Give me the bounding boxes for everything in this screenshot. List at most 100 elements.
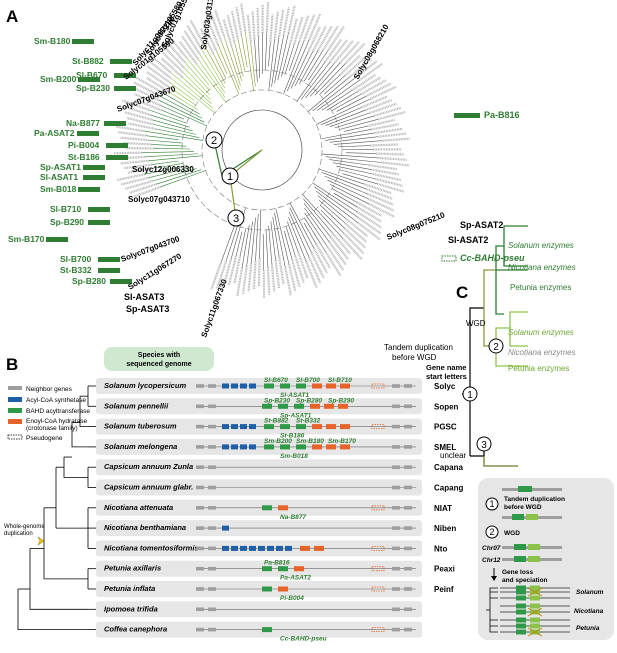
tree-gene-label: Sp-B280 bbox=[72, 276, 132, 286]
legend-pseudogene: Pseudogene bbox=[8, 435, 63, 442]
c-marker-1: 1 bbox=[463, 387, 477, 401]
species-code: Solyc bbox=[434, 382, 456, 391]
clade-marker-3: 3 bbox=[228, 210, 244, 226]
tree-gene-label: Sm-B170 bbox=[8, 234, 68, 244]
clade-gene-labels-left: Sm-B180St-B882Sl-B670Sm-B200Sp-B230Na-B8… bbox=[8, 36, 136, 286]
svg-text:Na-B877: Na-B877 bbox=[66, 118, 100, 128]
c-enzyme-nicotiana-2: Nicotiana enzymes bbox=[508, 348, 576, 357]
tree-gene-label: Sl-B710 bbox=[50, 204, 110, 214]
tree-gene-label-right: Sp-ASAT3 bbox=[126, 304, 169, 314]
legend-enoyl: Enoyl-CoA hydratase (crotonase family) bbox=[8, 418, 87, 432]
species-code: PGSC bbox=[434, 423, 457, 432]
gene-label: Sl-B710 bbox=[328, 377, 352, 384]
svg-text:1: 1 bbox=[489, 499, 494, 509]
legend-acyl-coa: Acyl-CoA synthetase bbox=[8, 397, 86, 404]
box-chr12: Chr12 bbox=[482, 557, 501, 564]
box-chr07: Chr07 bbox=[482, 545, 501, 552]
tree-gene-label: Pa-ASAT2 bbox=[34, 128, 99, 138]
legend-neighbor: Neighbor genes bbox=[8, 386, 73, 393]
c-wgd-label: WGD bbox=[466, 319, 486, 328]
box-step1-line2: before WGD bbox=[504, 504, 542, 511]
solyc-gene-label: Solyc03g031180 bbox=[199, 0, 217, 50]
species-name: Capsicum annuum glabr. bbox=[104, 483, 193, 492]
svg-text:Pi-B004: Pi-B004 bbox=[68, 140, 99, 150]
species-row: Nicotiana benthamiana Niben bbox=[96, 520, 456, 536]
clade-marker-1: 1 bbox=[222, 168, 238, 184]
species-name: Solanum melongena bbox=[104, 442, 177, 451]
species-name: Nicotiana attenuata bbox=[104, 503, 173, 512]
svg-text:Sp-B290: Sp-B290 bbox=[50, 217, 84, 227]
c-unclear-label: unclear bbox=[440, 451, 467, 460]
legend-b: Neighbor genes Acyl-CoA synthetase BAHD … bbox=[8, 386, 90, 442]
solyc-gene-label: Solyc08g075210 bbox=[385, 210, 446, 242]
species-code: Niben bbox=[434, 524, 456, 533]
svg-text:Sm-B180: Sm-B180 bbox=[34, 36, 71, 46]
gene-label: Sl-B700 bbox=[296, 377, 320, 384]
tree-gene-label: St-B332 bbox=[60, 265, 120, 275]
svg-text:duplication: duplication bbox=[4, 531, 33, 537]
species-name: Capsicum annuum Zunla bbox=[104, 462, 193, 471]
c-marker-3: 3 bbox=[477, 437, 491, 451]
species-code: Sopen bbox=[434, 402, 459, 411]
svg-text:Sl-B700: Sl-B700 bbox=[60, 254, 91, 264]
tree-gene-label: Sp-B290 bbox=[50, 217, 110, 227]
gene-label: Sm-B018 bbox=[280, 453, 308, 460]
box-nicotiana: Nicotiana bbox=[574, 608, 604, 615]
species-name: Petunia axillaris bbox=[104, 564, 161, 573]
species-row: Ipomoea trifida bbox=[96, 601, 422, 617]
solyc-gene-label: Solyc12g006330 bbox=[132, 165, 194, 174]
svg-text:1: 1 bbox=[227, 171, 233, 183]
svg-text:Pseudogene: Pseudogene bbox=[26, 435, 63, 442]
svg-text:Neighbor genes: Neighbor genes bbox=[26, 386, 73, 393]
c-marker-2: 2 bbox=[489, 339, 503, 353]
svg-text:St-B332: St-B332 bbox=[60, 265, 92, 275]
svg-text:2: 2 bbox=[493, 342, 499, 353]
species-header-line2: sequenced genome bbox=[126, 361, 191, 368]
species-code: Capana bbox=[434, 463, 463, 472]
gene-label: Sp-B230 bbox=[264, 397, 290, 404]
species-name: Petunia inflata bbox=[104, 584, 155, 593]
tree-gene-label: Sm-B180 bbox=[34, 36, 94, 46]
tree-gene-label: Sp-ASAT1 bbox=[40, 162, 105, 172]
svg-text:Sm-B200: Sm-B200 bbox=[40, 74, 77, 84]
box-step1-line1: Tandem duplication bbox=[504, 496, 565, 503]
tree-gene-label-right: Sl-ASAT2 bbox=[448, 235, 488, 245]
species-name: Coffea canephora bbox=[104, 625, 167, 634]
svg-text:Sl-B710: Sl-B710 bbox=[50, 204, 81, 214]
tree-gene-label: Sm-B018 bbox=[40, 184, 100, 194]
svg-text:1: 1 bbox=[467, 390, 473, 401]
gene-label: Sm-B180 bbox=[296, 438, 324, 445]
svg-text:Pa-ASAT2: Pa-ASAT2 bbox=[34, 128, 75, 138]
gene-label: Sl-B670 bbox=[264, 377, 288, 384]
panel-label-c: C bbox=[456, 283, 468, 302]
svg-text:3: 3 bbox=[481, 440, 487, 451]
species-code: Peaxi bbox=[434, 565, 455, 574]
gene-label: Sp-B290 bbox=[328, 397, 354, 404]
svg-text:2: 2 bbox=[489, 527, 494, 537]
gene-label: Cc-BAHD-pseu bbox=[280, 636, 327, 643]
box-solanum: Solanum bbox=[576, 589, 604, 596]
svg-text:Enoyl-CoA hydratase: Enoyl-CoA hydratase bbox=[26, 418, 87, 425]
gene-label: St-B882 bbox=[264, 418, 289, 425]
svg-text:Sm-B170: Sm-B170 bbox=[8, 234, 45, 244]
tree-branches bbox=[142, 30, 382, 270]
tree-gene-label-right: Pa-B816 bbox=[484, 110, 520, 120]
species-name: Nicotiana benthamiana bbox=[104, 523, 186, 532]
solyc-gene-label: Solyc08g068210 bbox=[352, 22, 391, 81]
svg-text:Whole-genome: Whole-genome bbox=[4, 524, 45, 530]
tree-gene-label-right: Sp-ASAT2 bbox=[460, 220, 503, 230]
svg-text:Sp-ASAT1: Sp-ASAT1 bbox=[40, 162, 81, 172]
c-enzyme-solanum-2: Solanum enzymes bbox=[508, 328, 574, 337]
wgd-marker: Whole-genome duplication bbox=[4, 524, 45, 545]
tree-gene-label: Sl-ASAT1 bbox=[40, 172, 105, 182]
svg-text:Sp-B230: Sp-B230 bbox=[76, 83, 110, 93]
clade-marker-2: 2 bbox=[206, 132, 222, 148]
c-tandem-line2: before WGD bbox=[392, 353, 437, 362]
species-code: Peinf bbox=[434, 585, 454, 594]
c-enzyme-petunia-2: Petunia enzymes bbox=[508, 364, 569, 373]
